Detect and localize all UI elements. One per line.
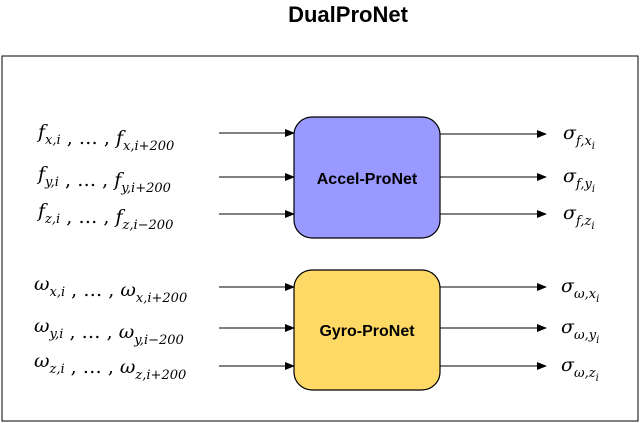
gyro-output-label-x: σω,xi [561,275,599,305]
gyro-output-label-y: σω,yi [561,316,599,346]
accel-input-label-x: fx,i , … , fx,i+200 [36,121,174,154]
gyro-pronet-label: Gyro-ProNet [319,323,415,340]
diagram-title: DualProNet [288,2,408,27]
accel-input-label-z: fz,i , … , fz,i−200 [36,200,173,233]
accel-output-label-x: σf,xi [563,122,595,152]
accel-pronet-label: Accel-ProNet [317,171,418,188]
accel-input-label-y: fy,i , … , fy,i+200 [36,163,171,196]
gyro-output-label-z: σω,zi [561,354,599,384]
accel-output-label-z: σf,zi [563,202,595,232]
signal-rows: fx,i , … , fx,i+200 fy,i , … , fy,i+200 fz… [34,121,599,384]
gyro-input-label-x: ωx,i , … , ωx,i+200 [34,273,187,306]
outer-frame [1,55,639,422]
gyro-input-label-y: ωy,i , … , ωy,i−200 [34,315,184,348]
gyro-input-label-z: ωz,i , … , ωz,i+200 [34,350,186,383]
accel-output-label-y: σf,yi [563,165,595,195]
